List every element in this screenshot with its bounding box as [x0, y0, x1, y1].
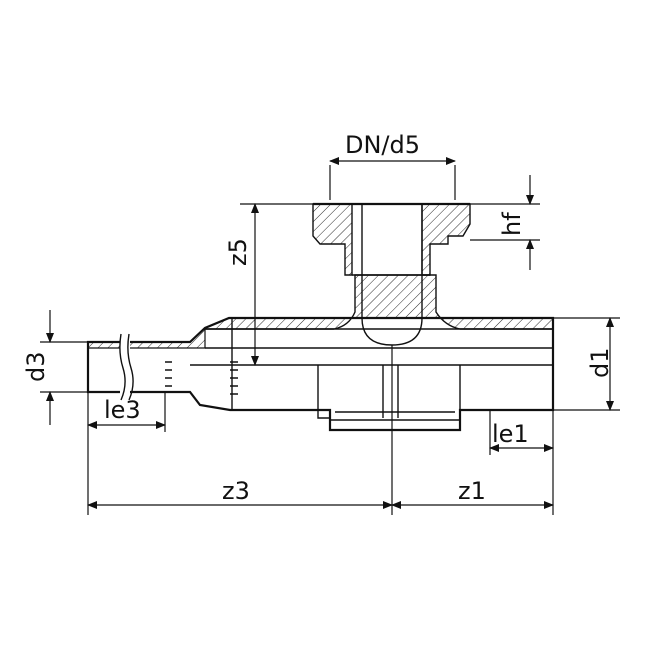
weld-marks	[165, 361, 238, 395]
outer-contour	[86, 316, 555, 432]
spigot-section-left	[87, 326, 206, 349]
lower-insert	[317, 365, 461, 421]
label-hf: hf	[498, 212, 526, 236]
label-dn-d5: DN/d5	[345, 131, 420, 159]
label-le3: le3	[104, 396, 141, 424]
break-symbol	[119, 333, 134, 401]
label-z3: z3	[222, 477, 250, 505]
flange-section-left	[312, 203, 353, 276]
label-z5: z5	[224, 238, 252, 266]
label-le1: le1	[492, 420, 529, 448]
label-d1: d1	[586, 347, 614, 378]
label-d3: d3	[22, 351, 50, 382]
flange-section-right	[421, 203, 471, 276]
fitting-body	[86, 202, 555, 432]
wall-section-main	[204, 274, 554, 330]
label-z1: z1	[458, 477, 486, 505]
dimensions	[40, 157, 620, 515]
